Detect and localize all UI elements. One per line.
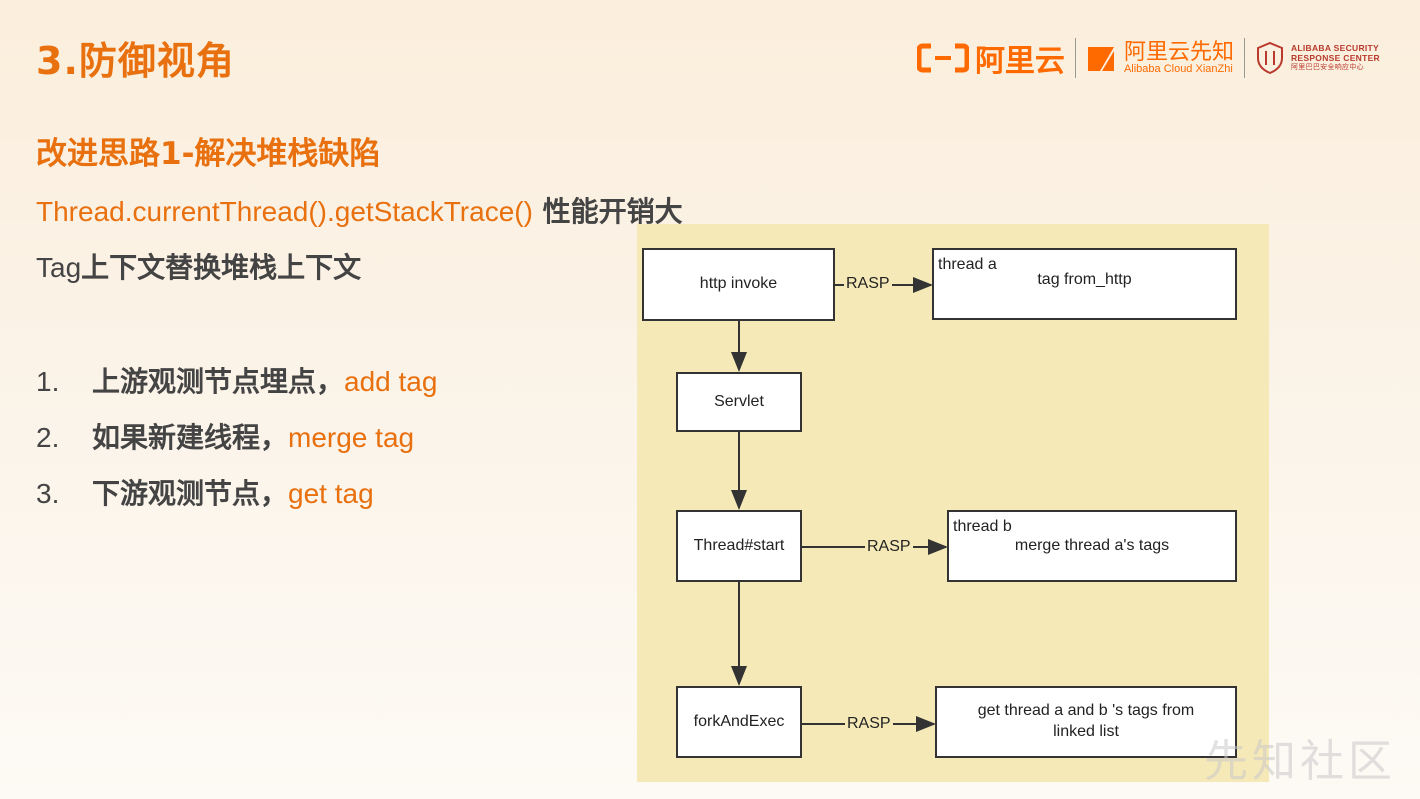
xianzhi-cn: 阿里云先知	[1123, 39, 1234, 65]
node-thread-b: thread b merge thread a's tags	[947, 510, 1237, 582]
tag-context-text: 上下文替换堆栈上下文	[81, 251, 362, 284]
step-number: 3.	[36, 478, 60, 509]
shield-icon	[1256, 41, 1283, 75]
get-tags-line1: get thread a and b 's tags from	[977, 702, 1195, 720]
rasp-label: RASP	[844, 275, 892, 293]
asrc-logo: ALIBABA SECURITY RESPONSE CENTER 阿里巴巴安全响…	[1255, 41, 1380, 75]
thread-a-text: tag from_http	[1037, 271, 1132, 288]
logo-divider-2	[1243, 38, 1245, 78]
node-fork-and-exec-label: forkAndExec	[693, 712, 785, 730]
logo-divider	[1074, 38, 1076, 78]
stacktrace-api: Thread.currentThread().getStackTrace()	[36, 196, 533, 227]
asrc-line1: ALIBABA SECURITY	[1290, 43, 1380, 54]
asrc-line3: 阿里巴巴安全响应中心	[1290, 63, 1364, 71]
performance-note-text: 性能开销大	[532, 195, 683, 228]
step-number: 1.	[36, 366, 60, 397]
step-text: 下游观测节点，	[92, 477, 289, 510]
node-fork-and-exec: forkAndExec	[676, 686, 802, 758]
slide-title: 3.防御视角	[36, 39, 235, 83]
node-http-invoke-label: http invoke	[699, 275, 778, 293]
performance-note: Thread.currentThread().getStackTrace() 性…	[36, 190, 683, 230]
node-thread-start-label: Thread#start	[693, 536, 785, 554]
tag-word: Tag	[36, 252, 82, 283]
asrc-line2: RESPONSE CENTER	[1290, 52, 1380, 63]
thread-b-label: thread b	[953, 518, 1012, 535]
step-text: 如果新建线程，	[92, 421, 289, 454]
node-http-invoke: http invoke	[642, 248, 835, 321]
step-highlight: add tag	[344, 366, 438, 397]
step-text: 上游观测节点埋点，	[92, 365, 345, 398]
xianzhi-logo: 阿里云先知 Alibaba Cloud XianZhi	[1086, 41, 1234, 76]
step-item: 2. 如果新建线程， merge tag	[36, 416, 414, 456]
thread-b-text: merge thread a's tags	[1014, 537, 1170, 554]
step-highlight: merge tag	[288, 422, 415, 453]
node-get-tags: get thread a and b 's tags from linked l…	[935, 686, 1237, 758]
tag-context-note: Tag上下文替换堆栈上下文	[36, 246, 361, 286]
step-number: 2.	[36, 422, 60, 453]
node-thread-start: Thread#start	[676, 510, 802, 582]
rasp-label: RASP	[865, 538, 913, 556]
watermark: 先知社区	[1204, 736, 1396, 787]
step-highlight: get tag	[288, 478, 374, 509]
step-item: 3. 下游观测节点， get tag	[36, 472, 374, 512]
aliyun-bracket-icon	[916, 43, 969, 73]
get-tags-line2: linked list	[1053, 723, 1119, 740]
logo-bar: 阿里云 阿里云先知 Alibaba Cloud XianZhi ALIBABA …	[916, 36, 1380, 80]
flow-diagram: http invoke Servlet Thread#start forkAnd…	[637, 224, 1269, 782]
aliyun-text: 阿里云	[974, 44, 1065, 79]
rasp-label: RASP	[845, 715, 893, 733]
aliyun-logo: 阿里云	[916, 36, 1065, 80]
node-servlet-label: Servlet	[714, 392, 764, 410]
step-item: 1. 上游观测节点埋点， add tag	[36, 360, 437, 400]
xianzhi-mark-icon	[1087, 46, 1114, 71]
node-servlet: Servlet	[676, 372, 802, 432]
thread-a-label: thread a	[938, 256, 997, 273]
xianzhi-en: Alibaba Cloud XianZhi	[1123, 62, 1233, 75]
node-thread-a: thread a tag from_http	[932, 248, 1237, 320]
section-subtitle: 改进思路1-解决堆栈缺陷	[36, 136, 381, 172]
